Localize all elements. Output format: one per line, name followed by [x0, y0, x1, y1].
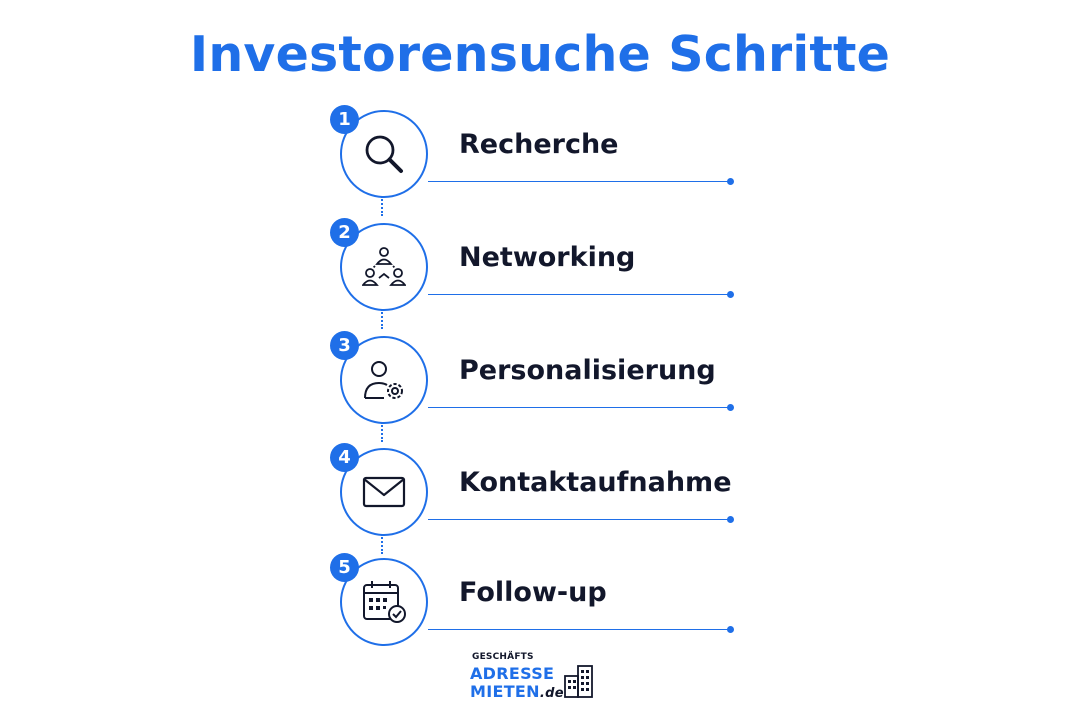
step-number-badge: 1 [330, 105, 359, 134]
logo-mieten: MIETEN [470, 682, 540, 701]
underline [428, 181, 730, 182]
connector-line [381, 196, 383, 216]
step-circle [340, 558, 428, 646]
connector-line [381, 309, 383, 329]
step-label: Recherche [459, 129, 619, 160]
underline [428, 629, 730, 630]
step-circle [340, 448, 428, 536]
underline [428, 407, 730, 408]
step-networking: 2 Networking [0, 218, 1080, 318]
logo-line-3: MIETEN.de [470, 682, 564, 701]
step-number-badge: 5 [330, 553, 359, 582]
calendar-check-icon [363, 581, 406, 623]
underline [428, 294, 730, 295]
logo-line-2: ADRESSE [470, 664, 555, 683]
step-number-badge: 2 [330, 218, 359, 247]
logo-line-1: GESCHÄFTS [472, 652, 534, 662]
step-label: Networking [459, 242, 636, 273]
line-end-dot [727, 178, 734, 185]
magnifier-icon [365, 135, 403, 173]
step-number-badge: 3 [330, 331, 359, 360]
step-label: Follow-up [459, 577, 607, 608]
step-label: Personalisierung [459, 355, 716, 386]
line-end-dot [727, 516, 734, 523]
building-icon [564, 665, 593, 698]
logo-tld: .de [539, 686, 564, 701]
network-people-icon [362, 247, 406, 286]
step-follow-up: 5 Follow-up [0, 553, 1080, 653]
step-personalisierung: 3 Personalisierung [0, 331, 1080, 431]
person-gear-icon [364, 361, 403, 399]
line-end-dot [727, 404, 734, 411]
step-label: Kontaktaufnahme [459, 467, 732, 498]
page-title: Investorensuche Schritte [189, 26, 891, 83]
line-end-dot [727, 626, 734, 633]
connector-line [381, 534, 383, 554]
connector-line [381, 422, 383, 442]
step-kontaktaufnahme: 4 Kontaktaufnahme [0, 443, 1080, 543]
envelope-icon [362, 476, 406, 508]
step-recherche: 1 Recherche [0, 105, 1080, 205]
underline [428, 519, 730, 520]
step-number-badge: 4 [330, 443, 359, 472]
line-end-dot [727, 291, 734, 298]
brand-logo: GESCHÄFTS ADRESSE MIETEN.de [470, 652, 600, 702]
